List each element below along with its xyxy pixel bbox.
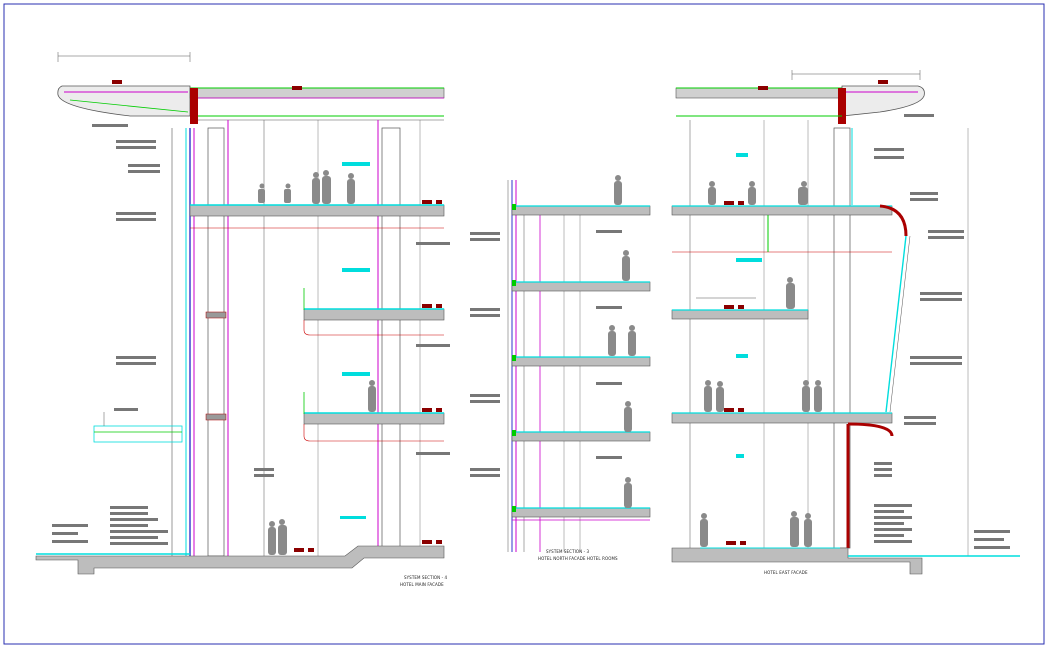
roof-slab-left — [189, 87, 445, 99]
floor-slab — [511, 205, 651, 216]
annotation-labels — [470, 230, 622, 477]
section-right: HOTEL EAST FACADE — [671, 70, 1020, 575]
roof-canopy-right — [841, 85, 925, 117]
caption-right-line2: HOTEL EAST FACADE — [764, 570, 808, 575]
tag — [878, 80, 888, 84]
ground-slab-left — [35, 545, 445, 575]
slanted-facade — [885, 235, 907, 413]
people-silhouettes — [258, 170, 376, 555]
floor-slab — [671, 412, 893, 424]
level-tags — [294, 200, 442, 552]
floor-slab — [189, 204, 445, 217]
people-silhouettes — [608, 175, 636, 508]
caption-middle-line2: HOTEL NORTH FACADE HOTEL ROOMS — [538, 556, 618, 561]
tag — [758, 86, 768, 90]
floor-slab — [671, 205, 893, 216]
caption-middle-line1: SYSTEM SECTION - 3 — [546, 549, 590, 554]
floor-slab — [511, 281, 651, 292]
floor-slab — [303, 412, 445, 425]
tag — [292, 86, 302, 90]
floor-slab — [671, 309, 809, 320]
floor-slab — [511, 356, 651, 367]
section-left: SYSTEM SECTION - 4 HOTEL MAIN FACADE — [35, 52, 450, 587]
people-silhouettes — [700, 181, 822, 547]
level-tags — [724, 201, 746, 545]
caption-left-line2: HOTEL MAIN FACADE — [400, 582, 444, 587]
sheet-border — [3, 3, 1045, 645]
floor-slab — [303, 308, 445, 321]
floor-slab — [511, 431, 651, 442]
floor-slab — [511, 507, 651, 518]
tag — [112, 80, 122, 84]
caption-left-line1: SYSTEM SECTION - 4 — [404, 575, 448, 580]
ground-slab-right — [671, 547, 923, 575]
annotation-labels — [874, 114, 1010, 549]
annotation-labels — [52, 124, 450, 545]
section-middle: SYSTEM SECTION - 3 HOTEL NORTH FACADE HO… — [470, 175, 651, 561]
